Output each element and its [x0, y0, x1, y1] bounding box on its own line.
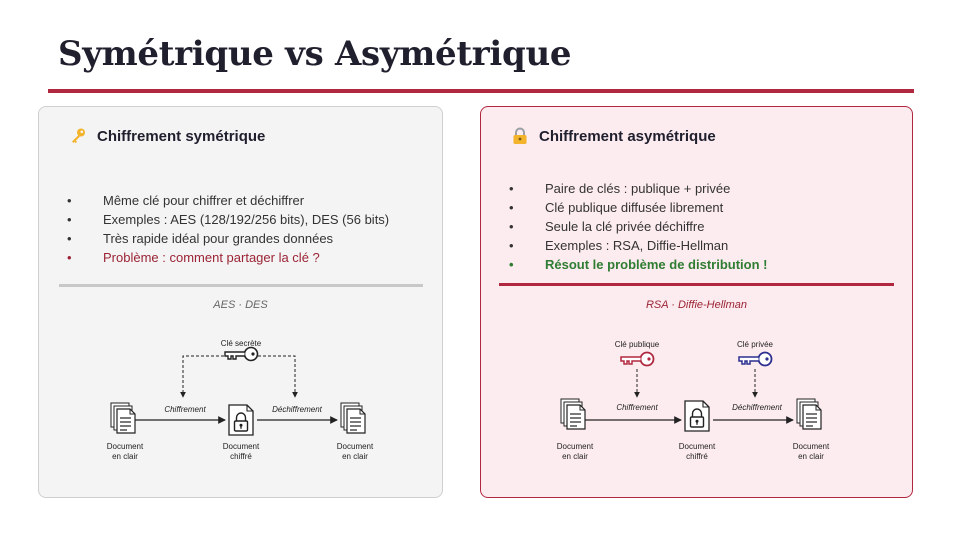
symmetric-heading-label: Chiffrement symétrique: [97, 127, 266, 145]
symmetric-heading: Chiffrement symétrique: [69, 127, 265, 145]
svg-text:en clair: en clair: [798, 452, 824, 461]
plain-document-icon: [796, 398, 822, 430]
svg-text:chiffré: chiffré: [230, 452, 252, 461]
private-key-icon: [738, 351, 773, 367]
public-key-label: Clé publique: [615, 340, 660, 349]
symmetric-diagram: Clé secrète Chiffrement Déchiffrement Do…: [107, 339, 374, 461]
title-underline: [48, 89, 914, 93]
asymmetric-diagram: Clé publique Clé privée Chiffrement Déch…: [557, 340, 830, 461]
encrypted-document-icon: [684, 400, 710, 432]
plain-document-icon: [340, 402, 366, 434]
svg-text:en clair: en clair: [562, 452, 588, 461]
svg-text:Document: Document: [107, 442, 144, 451]
asymmetric-caption: RSA · Diffie-Hellman: [645, 299, 748, 311]
svg-text:chiffré: chiffré: [686, 452, 708, 461]
encrypt-label: Chiffrement: [164, 405, 206, 414]
symmetric-caption: AES · DES: [213, 299, 268, 311]
secret-key-label: Clé secrète: [221, 339, 262, 348]
decrypt-label: Déchiffrement: [732, 403, 783, 412]
symmetric-divider: [59, 284, 423, 287]
list-item: •Très rapide idéal pour grandes données: [67, 231, 334, 246]
symmetric-panel: Chiffrement symétrique •Même clé pour ch…: [38, 106, 443, 498]
svg-text:Document: Document: [337, 442, 374, 451]
asymmetric-heading: Chiffrement asymétrique: [511, 127, 716, 145]
svg-text:Document: Document: [223, 442, 260, 451]
list-item: •Clé publique diffusée librement: [509, 200, 724, 215]
encrypt-label: Chiffrement: [616, 403, 658, 412]
plain-document-icon: [110, 402, 136, 434]
list-item: •Exemples : AES (128/192/256 bits), DES …: [67, 212, 390, 227]
list-item-warning: •Problème : comment partager la clé ?: [67, 250, 320, 265]
slide-title: Symétrique vs Asymétrique: [58, 34, 572, 74]
asymmetric-panel: Chiffrement asymétrique •Paire de clés :…: [480, 106, 913, 498]
list-item: •Paire de clés : publique + privée: [509, 181, 731, 196]
asymmetric-bullet-list: •Paire de clés : publique + privée •Clé …: [509, 179, 767, 274]
plain-document-icon: [560, 398, 586, 430]
padlock-icon: [513, 127, 527, 144]
decrypt-label: Déchiffrement: [272, 405, 323, 414]
list-item: •Seule la clé privée déchiffre: [509, 219, 705, 234]
asymmetric-divider: [499, 283, 894, 286]
svg-text:en clair: en clair: [112, 452, 138, 461]
key-icon: [72, 128, 85, 144]
symmetric-bullet-list: •Même clé pour chiffrer et déchiffrer •E…: [67, 191, 389, 267]
svg-text:Document: Document: [679, 442, 716, 451]
list-item: •Exemples : RSA, Diffie-Hellman: [509, 238, 729, 253]
list-item-success: •Résout le problème de distribution !: [509, 257, 768, 272]
private-key-label: Clé privée: [737, 340, 774, 349]
svg-text:Document: Document: [793, 442, 830, 451]
secret-key-icon: [224, 346, 259, 362]
encrypted-document-icon: [228, 404, 254, 436]
svg-text:Document: Document: [557, 442, 594, 451]
svg-text:en clair: en clair: [342, 452, 368, 461]
asymmetric-heading-label: Chiffrement asymétrique: [539, 127, 716, 145]
list-item: •Même clé pour chiffrer et déchiffrer: [67, 193, 305, 208]
public-key-icon: [620, 351, 655, 367]
